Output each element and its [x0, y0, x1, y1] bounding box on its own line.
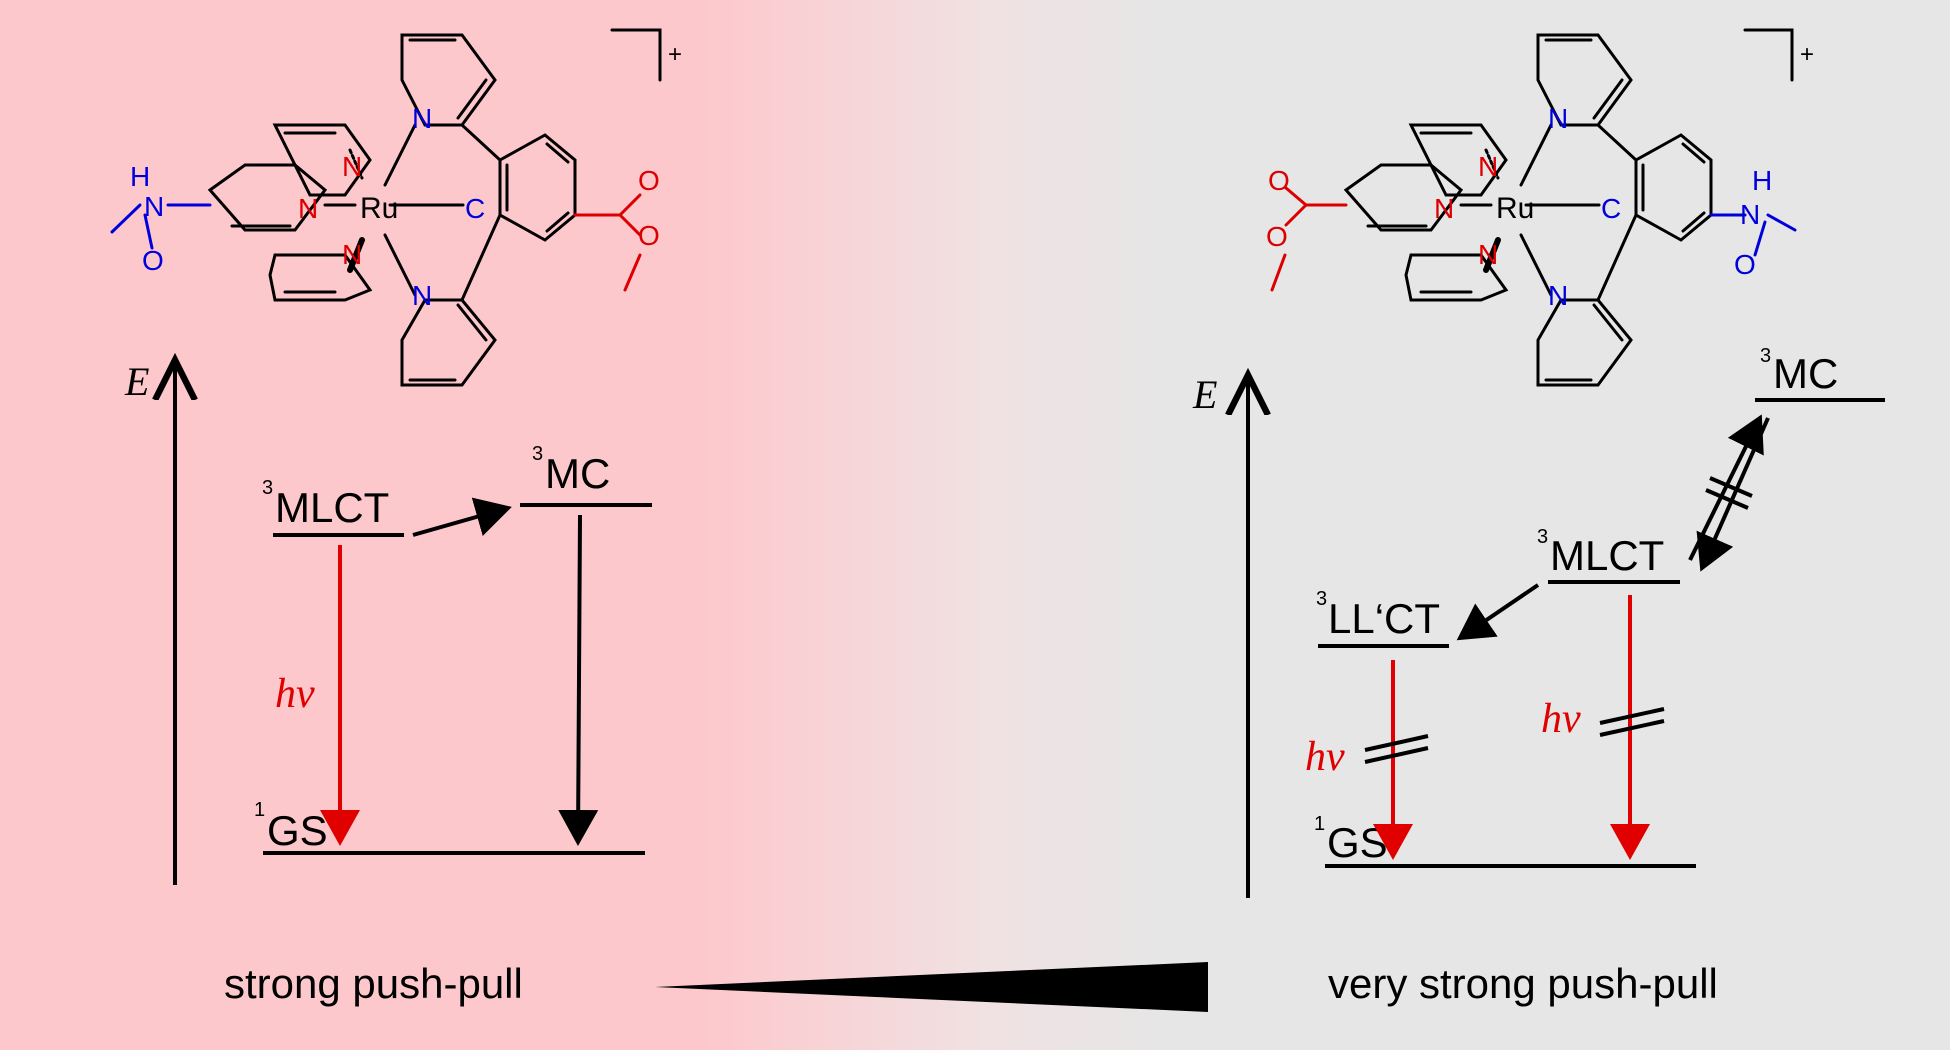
- left-mc-sup: 3: [532, 443, 543, 465]
- left-mlct-sup: 3: [262, 477, 273, 499]
- left-caption: strong push-pull: [224, 960, 523, 1007]
- right-c-cyclometal-atom: C: [1601, 193, 1621, 224]
- right-amide-n-atom: N: [1740, 199, 1760, 230]
- left-mc-label: MC: [545, 450, 610, 497]
- right-mc-sup: 3: [1760, 345, 1771, 367]
- left-charge: +: [668, 41, 682, 68]
- right-energy-axis-label: E: [1192, 372, 1217, 417]
- right-caption: very strong push-pull: [1328, 960, 1718, 1007]
- left-ru-atom: Ru: [360, 192, 398, 225]
- left-n-central-atom: N: [298, 193, 318, 224]
- right-n-top-atom: N: [1548, 103, 1568, 134]
- right-n-bottom-atom: N: [1548, 280, 1568, 311]
- right-llct-quench-mark-2: [1364, 746, 1429, 764]
- right-ru-atom: Ru: [1496, 192, 1534, 225]
- right-n-lower-atom: N: [1478, 239, 1498, 270]
- right-mlct-quench-mark-2: [1599, 719, 1665, 737]
- right-panel: + Ru N N N C N N O O H N O E 3 MC 3 MLCT…: [1192, 28, 1885, 1007]
- left-panel: + Ru N N N C N N H N O O O E 3 MLCT 3 MC…: [110, 28, 682, 1007]
- left-molecule: [110, 28, 662, 387]
- push-pull-wedge: [655, 962, 1208, 1012]
- right-molecule: [1270, 28, 1797, 387]
- left-n-bottom-atom: N: [412, 280, 432, 311]
- right-mc-label: MC: [1773, 350, 1838, 397]
- right-block-mark-2: [1709, 476, 1753, 498]
- right-mlct-to-llct-arrow: [1456, 583, 1540, 641]
- left-mlct-label: MLCT: [275, 484, 389, 531]
- left-amide-o-atom: O: [142, 245, 164, 276]
- left-nonradiative-arrow: [558, 514, 599, 846]
- left-n-upper-atom: N: [342, 151, 362, 182]
- left-gs-sup: 1: [254, 799, 265, 821]
- right-mlct-emission-label: hν: [1541, 696, 1581, 742]
- left-ester-o-atom: O: [638, 220, 660, 251]
- right-block-mark-1: [1705, 488, 1749, 510]
- left-n-lower-atom: N: [342, 239, 362, 270]
- left-ester-carbonyl-o-atom: O: [638, 165, 660, 196]
- left-gs-label: GS: [267, 807, 328, 854]
- right-llct-quench-mark-1: [1364, 734, 1429, 752]
- right-charge: +: [1800, 41, 1814, 68]
- right-amide-o-atom: O: [1734, 249, 1756, 280]
- left-energy-axis-label: E: [124, 359, 149, 404]
- right-ester-carbonyl-o-atom: O: [1268, 165, 1290, 196]
- right-mlct-quench-mark-1: [1599, 707, 1665, 725]
- right-gs-label: GS: [1327, 819, 1388, 866]
- right-llct-emission-label: hν: [1305, 734, 1345, 780]
- right-mlct-sup: 3: [1537, 526, 1548, 548]
- right-mlct-label: MLCT: [1550, 532, 1664, 579]
- left-amide-h-atom: H: [130, 161, 150, 192]
- right-ester-o-atom: O: [1266, 221, 1288, 252]
- right-n-central-atom: N: [1434, 193, 1454, 224]
- right-mlct-to-mc-arrow: [1688, 414, 1764, 561]
- left-isc-arrow: [412, 497, 512, 537]
- left-emission-label: hν: [275, 671, 315, 717]
- left-amide-n-atom: N: [144, 191, 164, 222]
- right-amide-h-atom: H: [1752, 165, 1772, 196]
- left-c-cyclometal-atom: C: [465, 193, 485, 224]
- left-n-top-atom: N: [412, 103, 432, 134]
- right-gs-sup: 1: [1314, 813, 1325, 835]
- right-llct-label: LL‘CT: [1328, 595, 1440, 642]
- right-llct-sup: 3: [1316, 588, 1327, 610]
- right-mc-to-mlct-arrow: [1696, 417, 1770, 572]
- right-n-upper-atom: N: [1478, 151, 1498, 182]
